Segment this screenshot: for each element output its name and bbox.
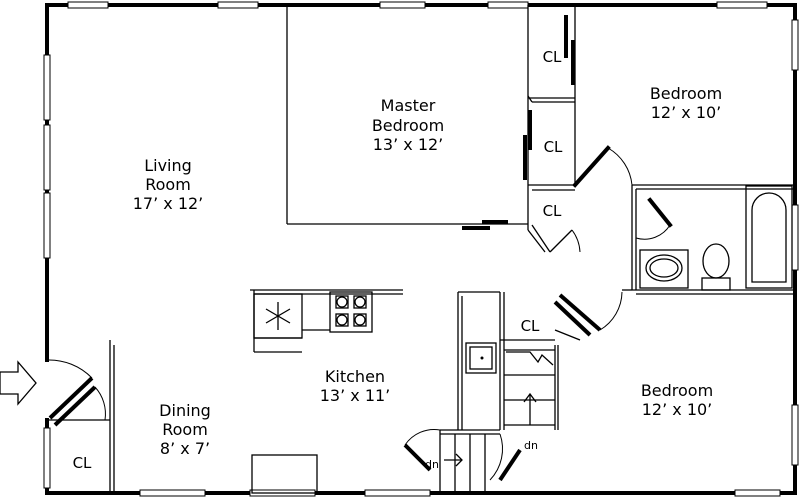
living-room-name-2: Room: [145, 175, 191, 194]
freezer-icon: [265, 302, 291, 330]
kitchen-size: 13’ x 11’: [320, 386, 391, 405]
kitchen-name: Kitchen: [325, 367, 385, 386]
windows: [43, 1, 799, 497]
living-room-name: Living: [144, 156, 192, 175]
stairs-down-label: dn: [524, 439, 538, 452]
bedroom-upper-size: 12’ x 10’: [651, 103, 722, 122]
bedroom-upper-name: Bedroom: [650, 84, 722, 103]
living-room-size: 17’ x 12’: [133, 194, 204, 213]
stairs-down-label: dn: [425, 458, 439, 471]
bedroom-lower-label: Bedroom 12’ x 10’: [641, 381, 713, 419]
closet-label: CL: [73, 454, 92, 472]
bedroom-upper-label: Bedroom 12’ x 10’: [650, 84, 722, 122]
master-bedroom-name-2: Bedroom: [372, 116, 444, 135]
closet-label: CL: [543, 48, 562, 66]
bedroom-lower-name: Bedroom: [641, 381, 713, 400]
master-bedroom-name: Master: [381, 96, 436, 115]
bathtub-icon: [745, 185, 793, 289]
closet-label: CL: [521, 317, 540, 335]
master-bedroom-label: Master Bedroom 13’ x 12’: [372, 96, 444, 154]
sink-icon: [465, 342, 497, 374]
interior-walls: [46, 5, 795, 494]
living-room-label: Living Room 17’ x 12’: [133, 156, 204, 213]
closet-label: CL: [543, 202, 562, 220]
bedroom-lower-size: 12’ x 10’: [642, 400, 713, 419]
kitchen-label: Kitchen 13’ x 11’: [320, 367, 391, 405]
dining-room-name: Dining: [159, 401, 211, 420]
dining-room-size: 8’ x 7’: [160, 439, 210, 458]
bathroom-sink-icon: [639, 249, 689, 289]
stove-icon: [329, 291, 373, 333]
toilet-icon: [701, 243, 731, 291]
closet-label: CL: [544, 138, 563, 156]
dining-room-label: Dining Room 8’ x 7’: [159, 401, 211, 458]
dining-room-name-2: Room: [162, 420, 208, 439]
entry-arrow-icon: [0, 360, 37, 406]
master-bedroom-size: 13’ x 12’: [373, 135, 444, 154]
